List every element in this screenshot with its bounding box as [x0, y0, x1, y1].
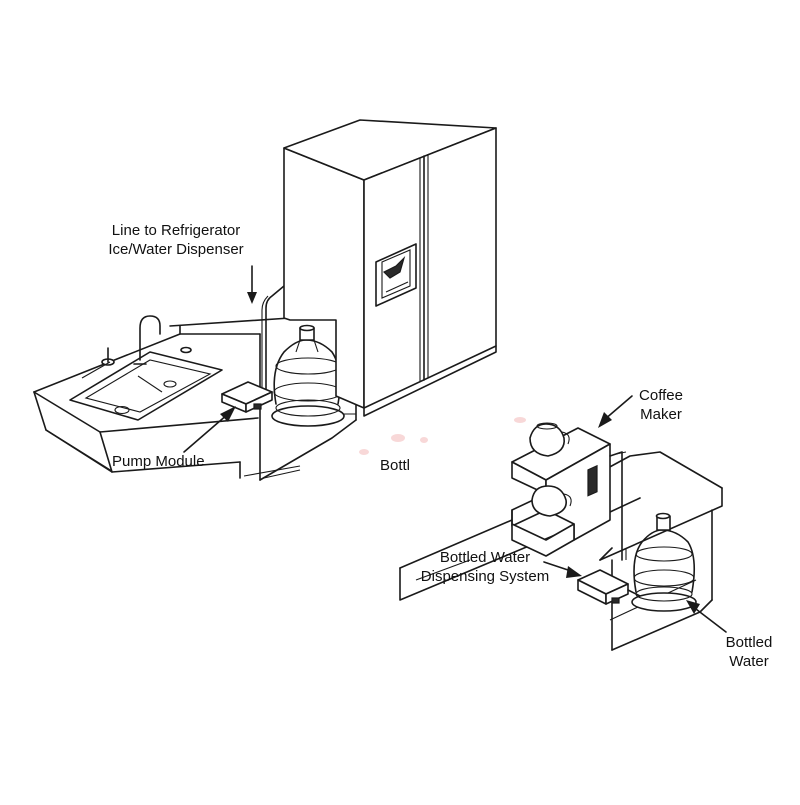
coffee-maker-arrow: [598, 395, 633, 428]
coffee-maker: [511, 422, 611, 557]
bottled-water-label-line2: Water: [729, 653, 769, 670]
coffee-maker-label-line2: Maker: [640, 406, 682, 423]
pump-module-arrow: [183, 406, 236, 453]
coffee-supply-line: [609, 451, 627, 561]
pump-module: [221, 381, 273, 413]
coffee-maker-label: Coffee Maker: [626, 386, 696, 424]
dispensing-pump: [577, 569, 641, 605]
coffee-maker-label-line1: Coffee: [639, 387, 683, 404]
right-water-bottle: [631, 512, 697, 612]
dispensing-arrow: [543, 561, 582, 578]
watermark: [359, 417, 526, 455]
bottled-water-arrow: [686, 600, 727, 633]
dispensing-system-label-line1: Bottled Water: [439, 549, 531, 566]
dispensing-system-label: Bottled Water Dispensing System: [408, 548, 562, 586]
faucet: [81, 315, 192, 379]
pump-module-label: Pump Module: [112, 453, 205, 470]
bottled-partial-label: Bottl: [380, 457, 411, 474]
bottled-water-label: Bottled Water: [716, 633, 782, 671]
left-water-bottle: [271, 324, 345, 427]
sink: [69, 351, 223, 421]
line-to-fridge-label: Line to Refrigerator Ice/Water Dispenser: [86, 221, 266, 259]
bottled-water-label-line1: Bottled: [725, 634, 773, 651]
refrigerator: [283, 119, 497, 417]
line-to-fridge-label-line2: Ice/Water Dispenser: [108, 241, 244, 258]
line-to-fridge-arrow: [247, 265, 257, 304]
fridge-water-line: [261, 277, 301, 398]
line-to-fridge-label-line1: Line to Refrigerator: [111, 222, 241, 239]
dispensing-system-label-line2: Dispensing System: [420, 568, 550, 585]
